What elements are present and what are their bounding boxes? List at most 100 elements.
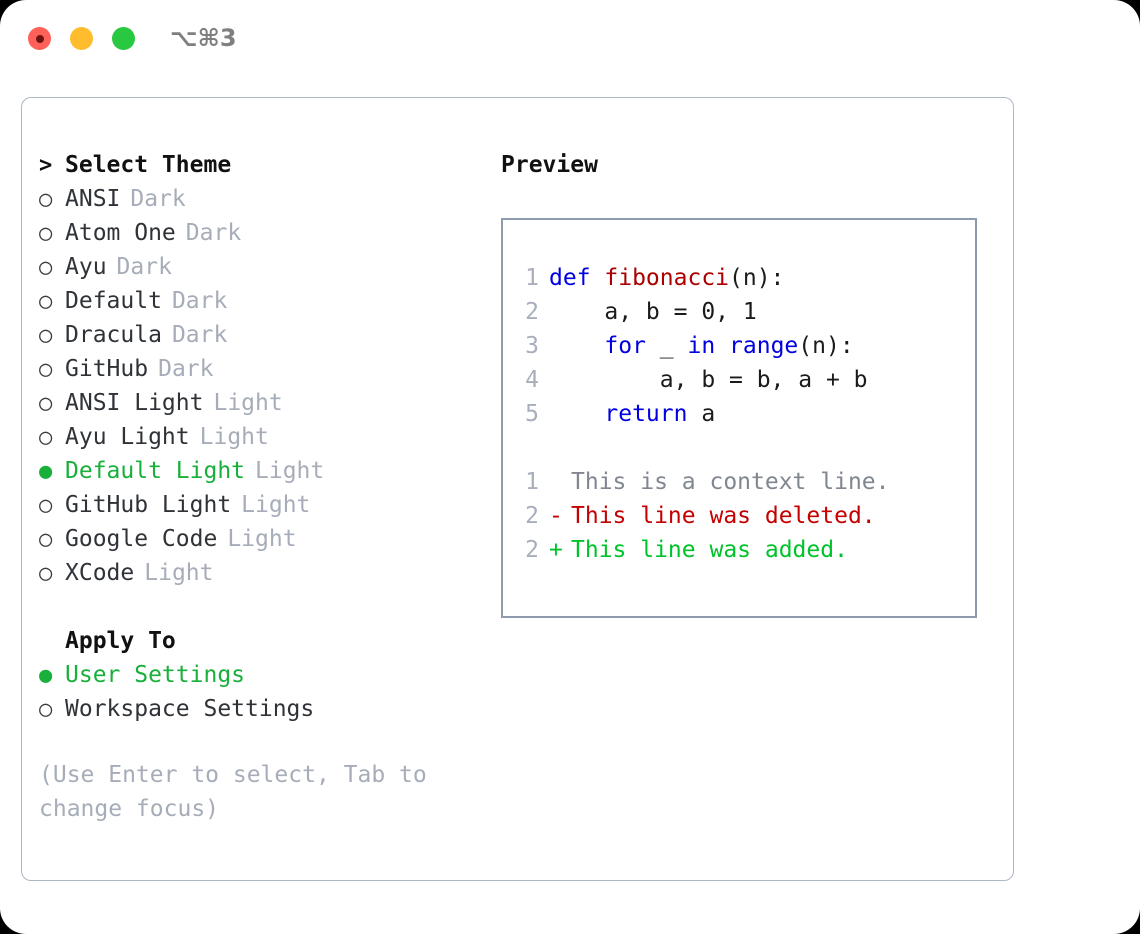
theme-option-label: Ayu Light	[65, 424, 190, 450]
theme-option-label: XCode	[65, 560, 135, 586]
theme-variant-badge: Light	[241, 492, 311, 518]
window-controls	[28, 27, 135, 50]
code-token: fibonacci	[604, 265, 730, 291]
theme-option-label: GitHub Light	[65, 492, 232, 518]
theme-option-ansi[interactable]: ○ ANSI Dark	[39, 182, 499, 216]
minimize-button[interactable]	[70, 27, 93, 50]
theme-variant-badge: Dark	[158, 356, 214, 382]
theme-variant-badge: Light	[227, 526, 297, 552]
close-button[interactable]	[28, 27, 51, 50]
code-token: def	[549, 265, 605, 291]
diff-line-text: This is a context line.	[571, 469, 890, 495]
diff-line-text: This line was added.	[571, 537, 848, 563]
theme-option-label: ANSI	[65, 186, 121, 212]
diff-line-text: This line was deleted.	[571, 503, 876, 529]
radio-selected-icon: ●	[39, 459, 53, 484]
diff-sign-icon: +	[549, 537, 563, 563]
apply-to-option-label: User Settings	[65, 662, 246, 688]
code-token: for	[604, 333, 646, 359]
section-spacer	[39, 590, 499, 624]
code-token: return	[604, 401, 688, 427]
theme-option-default-light[interactable]: ● Default Light Light	[39, 454, 499, 488]
apply-to-options-list: ● User Settings ○ Workspace Settings	[39, 658, 499, 726]
theme-variant-badge: Light	[199, 424, 269, 450]
theme-variant-badge: Dark	[171, 288, 228, 314]
radio-unselected-icon: ○	[39, 527, 53, 552]
theme-variant-badge: Dark	[130, 186, 186, 212]
theme-option-ayu-light[interactable]: ○ Ayu Light Light	[39, 420, 499, 454]
code-token	[549, 401, 604, 427]
line-number: 1	[525, 265, 539, 291]
apply-to-option-workspace-settings[interactable]: ○ Workspace Settings	[39, 692, 499, 726]
radio-unselected-icon: ○	[39, 425, 53, 450]
diff-sign-icon	[549, 465, 571, 499]
theme-variant-badge: Dark	[185, 220, 242, 246]
preview-title: Preview	[501, 152, 598, 178]
diff-sign-icon: -	[549, 503, 563, 529]
code-token: range	[729, 333, 799, 359]
keyboard-shortcut-label: ⌥⌘3	[170, 24, 237, 52]
line-number: 2	[525, 299, 539, 325]
radio-unselected-icon: ○	[39, 391, 53, 416]
code-token: in	[687, 333, 716, 359]
theme-variant-badge: Light	[144, 560, 214, 586]
caret-icon: >	[39, 153, 53, 178]
theme-list-title: Select Theme	[65, 152, 232, 178]
radio-unselected-icon: ○	[39, 561, 53, 586]
apply-to-option-label: Workspace Settings	[65, 696, 315, 722]
theme-list-header: > Select Theme	[39, 148, 499, 182]
radio-unselected-icon: ○	[39, 357, 53, 382]
maximize-button[interactable]	[112, 27, 135, 50]
theme-option-label: Default Light	[65, 458, 246, 484]
theme-variant-badge: Light	[255, 458, 325, 484]
theme-variant-badge: Dark	[116, 254, 172, 280]
apply-to-option-user-settings[interactable]: ● User Settings	[39, 658, 499, 692]
theme-option-label: GitHub	[65, 356, 149, 382]
line-number: 5	[525, 401, 539, 427]
apply-to-title: Apply To	[65, 628, 176, 654]
radio-unselected-icon: ○	[39, 323, 53, 348]
theme-option-label: Dracula	[65, 322, 162, 348]
line-number: 4	[525, 367, 539, 393]
code-token: a, b = b, a + b	[549, 367, 868, 393]
diff-line-ctx: 1 This is a context line.	[511, 465, 890, 499]
apply-to-header: ○ Apply To	[39, 624, 499, 658]
code-token: a, b = 0, 1	[549, 299, 757, 325]
spacer-icon: ○	[39, 625, 65, 659]
keyboard-hint-text: (Use Enter to select, Tab to change focu…	[39, 762, 441, 822]
theme-option-xcode[interactable]: ○ XCode Light	[39, 556, 499, 590]
radio-unselected-icon: ○	[39, 697, 53, 722]
theme-option-label: Default	[65, 288, 162, 314]
line-number: 2	[525, 537, 539, 563]
code-blank-line	[511, 431, 890, 465]
code-line: 3 for _ in range(n):	[511, 329, 890, 363]
title-bar: ⌥⌘3	[0, 0, 1140, 78]
radio-unselected-icon: ○	[39, 221, 53, 246]
diff-line-del: 2-This line was deleted.	[511, 499, 890, 533]
line-number: 3	[525, 333, 539, 359]
radio-selected-icon: ●	[39, 663, 53, 688]
theme-variant-badge: Light	[213, 390, 283, 416]
code-token: a	[687, 401, 716, 427]
diff-line-add: 2 + This line was added.	[511, 533, 890, 567]
code-line: 2 a, b = 0, 1	[511, 295, 890, 329]
radio-unselected-icon: ○	[39, 187, 53, 212]
theme-option-github[interactable]: ○ GitHub Dark	[39, 352, 499, 386]
radio-unselected-icon: ○	[39, 255, 53, 280]
radio-unselected-icon: ○	[39, 289, 53, 314]
theme-option-default[interactable]: ○ Default Dark	[39, 284, 499, 318]
code-line: 4 a, b = b, a + b	[511, 363, 890, 397]
